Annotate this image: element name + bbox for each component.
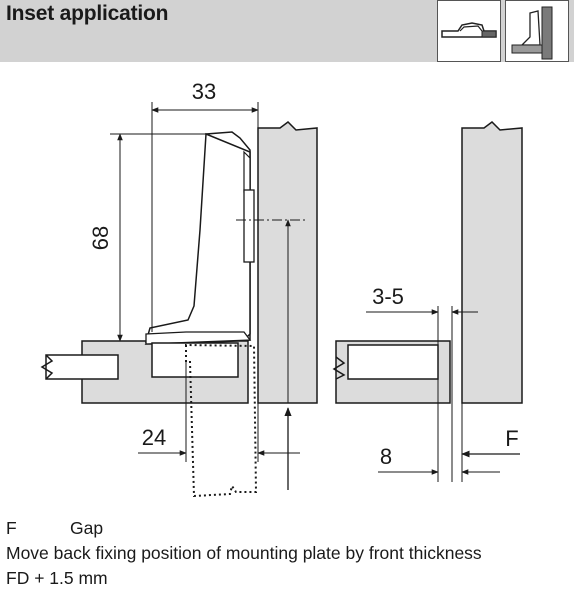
gap-f-label: F — [505, 426, 518, 451]
legend-row-gap: F Gap — [6, 518, 103, 539]
dimension-24: 24 — [138, 362, 300, 462]
door-right — [461, 121, 523, 404]
hinge-body — [144, 131, 255, 378]
hinge-diagram: 33 68 24 — [0, 62, 574, 516]
legend-note: Move back fixing position of mounting pl… — [6, 543, 482, 563]
dimension-8: 8 — [378, 444, 500, 475]
page-title: Inset application — [6, 2, 169, 25]
legend-key: F — [6, 518, 17, 538]
hinge-side-icon — [505, 0, 569, 62]
mounting-plate-outline-dotted — [185, 343, 258, 498]
dim-8-label: 8 — [380, 444, 392, 469]
dim-68-label: 68 — [88, 226, 113, 250]
legend-key-desc: Gap — [70, 518, 104, 538]
dimension-33: 33 — [151, 79, 259, 332]
legend-formula: FD + 1.5 mm — [6, 568, 108, 588]
dimension-68: 68 — [88, 133, 206, 342]
dim-24-label: 24 — [142, 425, 166, 450]
dimension-3-5: 3-5 — [366, 284, 478, 482]
dim-3-5-label: 3-5 — [372, 284, 404, 309]
mounting-plate-icon — [437, 0, 501, 62]
header-bar: Inset application — [0, 0, 574, 62]
dimension-gap-f: F — [461, 403, 520, 482]
cabinet-side-panel-right — [332, 340, 451, 404]
legend: F Gap Move back fixing position of mounti… — [0, 516, 574, 592]
dim-33-label: 33 — [192, 79, 216, 104]
